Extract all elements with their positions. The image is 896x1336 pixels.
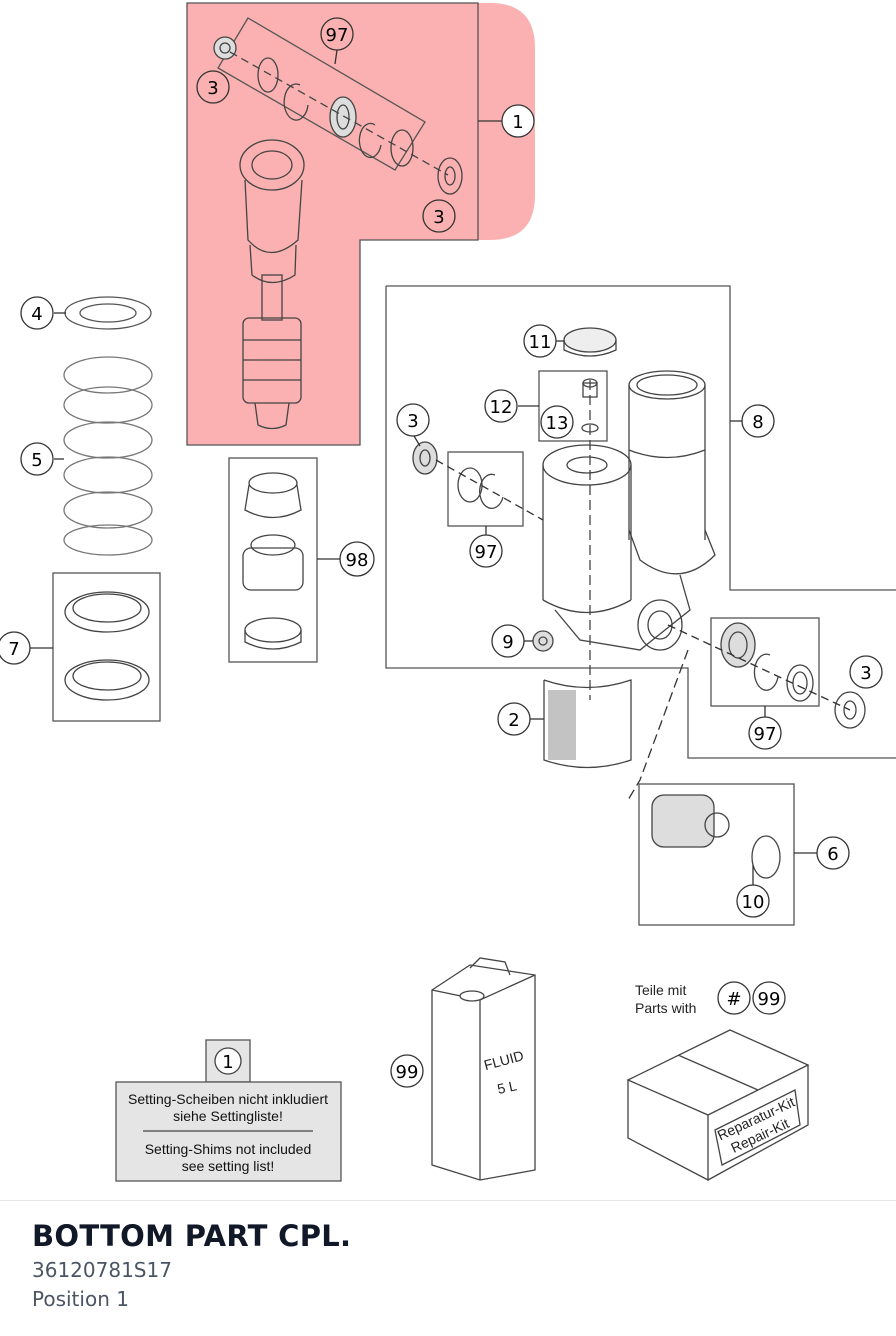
svg-text:3: 3 — [207, 78, 218, 99]
svg-text:1: 1 — [512, 112, 523, 133]
callout-5[interactable]: 5 — [20, 442, 54, 476]
callout-99-canister[interactable]: 99 — [390, 1054, 424, 1088]
note-de-line2: siehe Settingliste! — [173, 1108, 283, 1124]
part-position: Position 1 — [32, 1287, 129, 1311]
callout-97-top[interactable]: 97 — [320, 17, 354, 51]
callout-3-top-right[interactable]: 3 — [422, 199, 456, 233]
callout-3-middle[interactable]: 3 — [396, 403, 430, 437]
callout-7[interactable]: 7 — [0, 631, 31, 665]
callout-hash[interactable]: # — [717, 981, 751, 1015]
callout-10[interactable]: 10 — [736, 884, 770, 918]
bumper-box-98 — [228, 457, 318, 663]
bumper-parts — [242, 472, 304, 650]
reservoir-tube — [628, 370, 716, 575]
svg-text:99: 99 — [758, 989, 781, 1010]
svg-text:11: 11 — [529, 332, 552, 353]
valve-box-6 — [638, 783, 795, 926]
coil-spring-5 — [63, 356, 153, 556]
damper-rod-assembly — [239, 139, 305, 430]
valve-6 — [651, 794, 781, 879]
svg-text:3: 3 — [407, 411, 418, 432]
svg-text:4: 4 — [31, 304, 42, 325]
svg-text:99: 99 — [396, 1062, 419, 1083]
callout-1[interactable]: 1 — [501, 104, 535, 138]
kit-label-de: Teile mit — [635, 982, 686, 998]
callout-9[interactable]: 9 — [491, 624, 525, 658]
axis-middle — [435, 459, 544, 521]
svg-text:98: 98 — [346, 550, 369, 571]
svg-text:2: 2 — [508, 710, 519, 731]
svg-text:97: 97 — [475, 542, 498, 563]
callout-8[interactable]: 8 — [741, 404, 775, 438]
kit-label-en: Parts with — [635, 1000, 696, 1016]
svg-text:8: 8 — [752, 412, 763, 433]
callout-13[interactable]: 13 — [540, 405, 574, 439]
callout-3-top-left[interactable]: 3 — [196, 70, 230, 104]
main-body — [542, 380, 691, 700]
lock-ring-box-7 — [52, 572, 161, 722]
callout-11[interactable]: 11 — [523, 324, 557, 358]
cap-11 — [563, 327, 617, 357]
svg-text:9: 9 — [502, 632, 513, 653]
callout-98[interactable]: 98 — [339, 541, 375, 577]
selected-part-highlight[interactable] — [187, 3, 535, 445]
seal-rings-top — [213, 36, 463, 195]
canister-label-main: 5 L — [496, 1077, 519, 1097]
svg-text:13: 13 — [546, 413, 569, 434]
seal-kit-97-box-middle — [447, 451, 524, 527]
repair-kit-box: Reparatur-Kit Repair-Kit — [626, 1029, 810, 1182]
spring-seat-4 — [64, 296, 152, 330]
callout-2[interactable]: 2 — [497, 702, 531, 736]
part-info-footer: BOTTOM PART CPL. 36120781S17 Position 1 — [0, 1200, 896, 1336]
note-callout-1: 1 — [222, 1052, 233, 1073]
label-sleeve-2 — [543, 679, 632, 769]
screw-9 — [532, 630, 554, 652]
callout-4[interactable]: 4 — [20, 296, 54, 330]
body-frame-8 — [385, 285, 896, 759]
note-en-line1: Setting-Shims not included — [145, 1141, 312, 1157]
group-1-frame — [186, 2, 479, 446]
leader-97-top — [334, 49, 338, 65]
exploded-parts-diagram: 1 97 3 3 4 5 7 98 11 12 13 8 3 97 9 3 97… — [0, 2, 896, 1182]
callout-6[interactable]: 6 — [816, 836, 850, 870]
axis-6 — [627, 649, 689, 801]
svg-text:3: 3 — [433, 207, 444, 228]
seal-rings-right — [720, 622, 866, 729]
svg-text:97: 97 — [754, 724, 777, 745]
seal-3-middle — [412, 441, 438, 475]
settings-note: 1 Setting-Scheiben nicht inkludiert sieh… — [115, 1039, 342, 1182]
part-title: BOTTOM PART CPL. — [32, 1219, 352, 1253]
svg-text:97: 97 — [326, 25, 349, 46]
svg-text:7: 7 — [8, 639, 19, 660]
leader-3-middle — [413, 435, 421, 447]
callout-12[interactable]: 12 — [484, 389, 518, 423]
callout-3-right[interactable]: 3 — [849, 655, 883, 689]
svg-text:3: 3 — [860, 663, 871, 684]
lock-rings — [64, 591, 150, 701]
axis-right — [667, 624, 851, 711]
svg-text:6: 6 — [827, 844, 838, 865]
note-de-line1: Setting-Scheiben nicht inkludiert — [128, 1091, 328, 1107]
svg-text:#: # — [726, 989, 741, 1010]
svg-text:12: 12 — [490, 397, 513, 418]
fluid-canister: FLUID 5 L — [431, 957, 536, 1181]
callout-97-right[interactable]: 97 — [748, 716, 782, 750]
seal-rings-middle — [457, 467, 504, 509]
part-number: 36120781S17 — [32, 1258, 172, 1282]
note-en-line2: see setting list! — [182, 1158, 275, 1174]
svg-text:5: 5 — [31, 450, 42, 471]
svg-text:10: 10 — [742, 892, 765, 913]
callout-99-kit[interactable]: 99 — [752, 981, 786, 1015]
callout-97-middle[interactable]: 97 — [469, 534, 503, 568]
